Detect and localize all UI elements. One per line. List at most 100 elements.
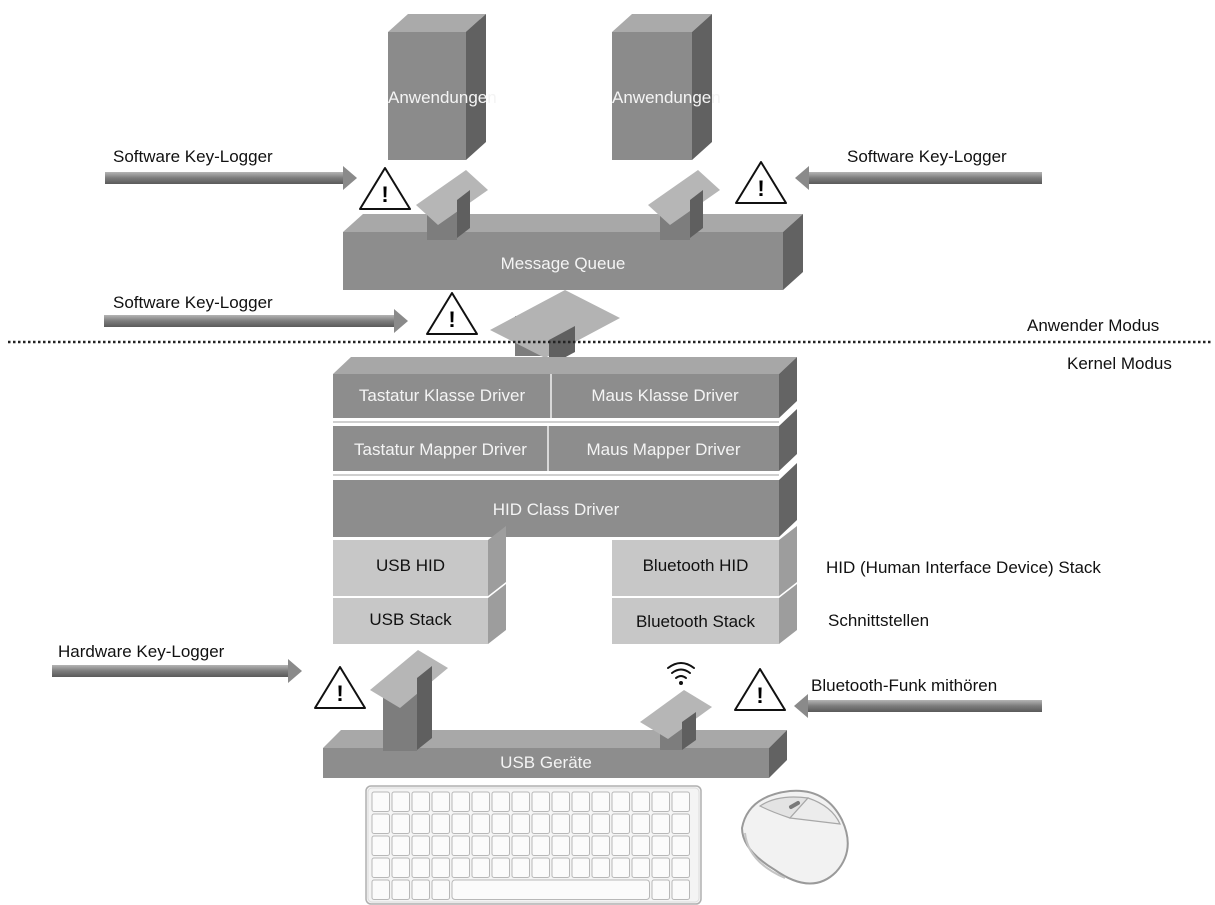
warning-mark: ! — [757, 176, 765, 201]
keyboard-key — [571, 835, 590, 856]
keyboard-key — [671, 791, 690, 812]
app-box-right — [612, 14, 712, 160]
keyboard-key — [511, 857, 530, 878]
arrow-software-middle — [104, 309, 408, 333]
keyboard-key — [391, 835, 410, 856]
arrow-software-top-left — [105, 166, 357, 190]
hid-stack-label: HID (Human Interface Device) Stack — [826, 558, 1101, 577]
keyboard-key — [411, 835, 430, 856]
app-label-right: Anwendungen — [612, 88, 721, 107]
keyboard-key — [651, 835, 670, 856]
keyboard-key — [511, 791, 530, 812]
keyboard-key — [611, 813, 630, 834]
warning-triangle-icon — [735, 161, 787, 204]
mouse-mapper-driver: Maus Mapper Driver — [586, 440, 741, 459]
app-label-left: Anwendungen — [388, 88, 497, 107]
keyboard-key — [411, 791, 430, 812]
usb-hid-label: USB HID — [376, 556, 445, 575]
keyboard-key — [491, 813, 510, 834]
warning-mark: ! — [448, 307, 456, 332]
bluetooth-hid-label: Bluetooth HID — [642, 556, 749, 575]
wifi-icon — [667, 662, 695, 685]
keyboard-key — [631, 813, 650, 834]
keyboard-key — [531, 835, 550, 856]
mouse-class-driver: Maus Klasse Driver — [591, 386, 739, 405]
mouse-icon — [740, 789, 849, 885]
keyboard-key — [671, 879, 690, 900]
keyboard-key — [551, 857, 570, 878]
warning-mark: ! — [381, 182, 389, 207]
keyboard-key — [431, 813, 450, 834]
keyboard-key — [371, 791, 390, 812]
keyboard-mapper-driver: Tastatur Mapper Driver — [354, 440, 527, 459]
keyboard-key — [611, 791, 630, 812]
keyboard-key — [391, 791, 410, 812]
keyboard-key — [491, 835, 510, 856]
warning-triangle-icon — [734, 668, 786, 711]
keyboard-key — [651, 857, 670, 878]
keyboard-key — [651, 879, 670, 900]
user-mode-label: Anwender Modus — [1027, 316, 1160, 335]
warning-mark: ! — [756, 683, 764, 708]
driver-stack — [333, 357, 797, 537]
kernel-mode-label: Kernel Modus — [1067, 354, 1172, 373]
keyboard-key — [591, 791, 610, 812]
keyboard-key — [371, 835, 390, 856]
warning-triangle-icon — [359, 167, 411, 210]
keyboard-key — [631, 835, 650, 856]
bluetooth-column — [612, 526, 797, 644]
bluetooth-up-arrow — [640, 690, 712, 750]
keyboard-key — [611, 857, 630, 878]
keyboard-key — [631, 791, 650, 812]
keyboard-key — [431, 835, 450, 856]
keyboard-key — [551, 835, 570, 856]
software-logger-label-top-right: Software Key-Logger — [847, 147, 1007, 166]
mq-arrow-left — [416, 170, 488, 240]
keyboard-key — [411, 813, 430, 834]
keyboard-key — [391, 879, 410, 900]
usb-stack-label: USB Stack — [369, 610, 452, 629]
keyboard-key — [391, 857, 410, 878]
hid-class-driver: HID Class Driver — [492, 500, 620, 519]
message-queue-bar — [343, 214, 803, 290]
software-logger-label-top-left: Software Key-Logger — [113, 147, 273, 166]
keyboard-key — [471, 791, 490, 812]
keyboard-key — [431, 857, 450, 878]
keyboard-key — [571, 813, 590, 834]
warning-mark: ! — [336, 681, 344, 706]
usb-up-arrow — [370, 650, 448, 751]
keyboard-key — [451, 857, 470, 878]
warning-triangle-icon — [314, 666, 366, 709]
keyboard-key — [651, 791, 670, 812]
usb-column — [333, 526, 506, 644]
keyboard-key — [511, 835, 530, 856]
keyboard-key — [591, 835, 610, 856]
warning-triangle-icon — [426, 292, 478, 335]
keyboard-key — [431, 879, 450, 900]
keyboard-key — [631, 857, 650, 878]
keyboard-key — [391, 813, 410, 834]
arrow-hardware — [52, 659, 302, 683]
bluetooth-logger-label: Bluetooth-Funk mithören — [811, 676, 998, 695]
keyboard-icon — [365, 785, 702, 905]
keyboard-spacebar — [451, 879, 650, 900]
keyboard-key — [491, 791, 510, 812]
arrow-bluetooth — [794, 694, 1042, 718]
keyboard-key — [371, 857, 390, 878]
keyboard-key — [471, 857, 490, 878]
hardware-logger-label: Hardware Key-Logger — [58, 642, 225, 661]
keyboard-key — [551, 813, 570, 834]
keyboard-key — [671, 835, 690, 856]
keyboard-key — [591, 813, 610, 834]
keyboard-key — [611, 835, 630, 856]
keyboard-key — [551, 791, 570, 812]
keyboard-key — [471, 835, 490, 856]
interfaces-label: Schnittstellen — [828, 611, 930, 630]
keyboard-key — [571, 857, 590, 878]
keyboard-key — [451, 813, 470, 834]
keyboard-key — [531, 813, 550, 834]
keyboard-key — [451, 835, 470, 856]
usb-devices-bar — [323, 730, 787, 778]
keyboard-key — [531, 857, 550, 878]
